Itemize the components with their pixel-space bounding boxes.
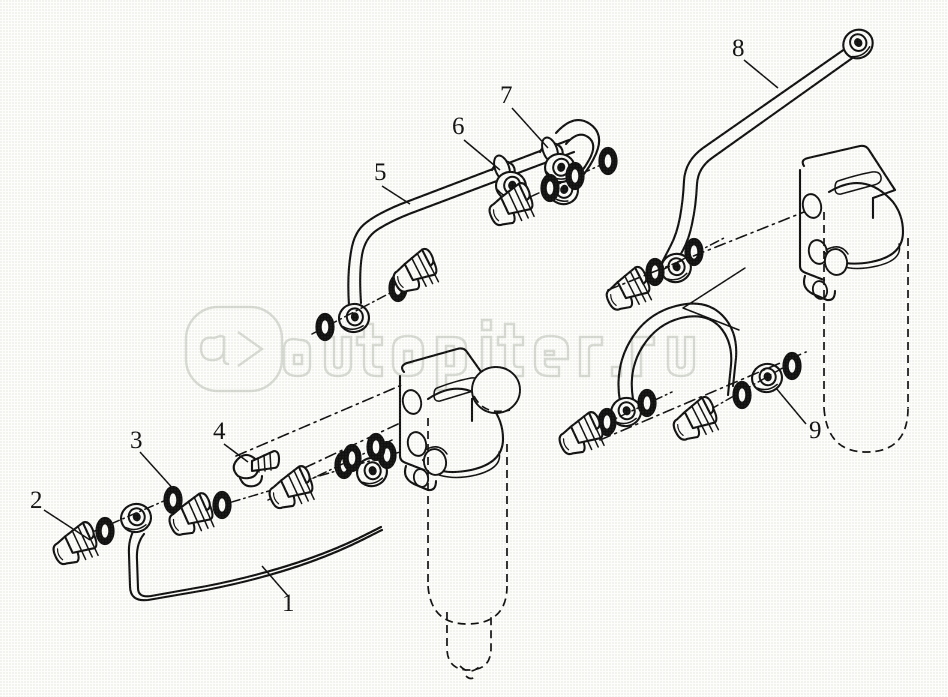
banjo-bolt-lower-left: [46, 519, 105, 573]
fuel-filter-housing-center: [398, 347, 521, 680]
callout-3: 3: [130, 427, 143, 454]
callout-1: 1: [282, 590, 295, 617]
banjo-union-upper: [538, 136, 579, 187]
bleed-screw-fitting: [232, 449, 281, 488]
callout-7: 7: [500, 82, 513, 109]
fuel-pipe-lower-left: [117, 452, 392, 602]
hardware-stack-pipe1-right: [262, 432, 393, 517]
callout-8: 8: [732, 35, 745, 62]
hardware-stack-pipe9-right: [666, 351, 802, 449]
fuel-filter-housing-right: [798, 144, 909, 453]
hardware-stack-pipe8: [599, 237, 725, 319]
fuel-pipe-upper-right: [654, 22, 880, 288]
callout-4: 4: [213, 418, 226, 445]
callout-6: 6: [452, 113, 465, 140]
banjo-union-mid: [490, 154, 530, 205]
fuel-pipe-upper-left: [336, 119, 601, 336]
callout-5: 5: [374, 159, 387, 186]
hardware-stack-union: [482, 146, 618, 234]
hardware-stack-pipe9-left: [552, 388, 673, 463]
callout-2: 2: [30, 487, 43, 514]
callout-9: 9: [809, 417, 822, 444]
callout-leaders: [43, 59, 807, 597]
assembly-centerlines: [235, 211, 807, 471]
hardware-stack-pipe1-left: [46, 485, 183, 573]
hardware-stack-pipe5: [311, 245, 445, 342]
